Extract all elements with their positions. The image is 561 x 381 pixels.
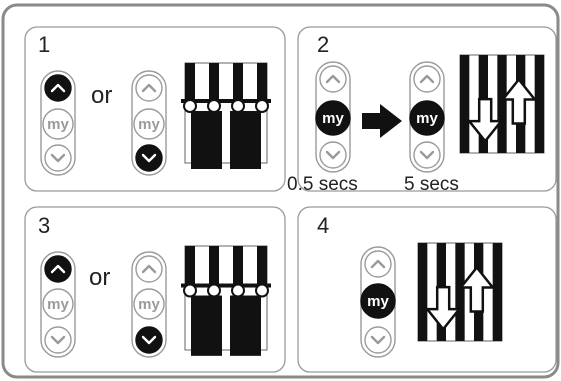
remote-my-short: my <box>315 61 351 173</box>
my-label: my <box>138 296 160 313</box>
my-label: my <box>47 296 69 313</box>
my-button[interactable]: my <box>133 108 165 140</box>
remote-up-active: my <box>40 70 76 176</box>
arrow-right-icon <box>362 104 402 138</box>
up-button[interactable] <box>413 65 441 93</box>
shade-move-icon <box>459 54 545 154</box>
down-button[interactable] <box>135 326 163 354</box>
time-label-short: 0.5 secs <box>287 174 358 195</box>
my-button[interactable]: my <box>42 288 74 320</box>
arrow-down-icon <box>466 97 504 144</box>
remote-down-active: my <box>131 70 167 176</box>
up-button[interactable] <box>319 65 347 93</box>
my-button[interactable]: my <box>360 283 396 319</box>
panel-1-or-label: or <box>91 82 112 109</box>
my-button[interactable]: my <box>409 100 445 136</box>
up-button[interactable] <box>44 255 72 283</box>
panel-3-or-label: or <box>89 264 110 291</box>
my-button[interactable]: my <box>42 108 74 140</box>
my-button[interactable]: my <box>315 100 351 136</box>
my-label: my <box>47 116 69 133</box>
arrow-up-icon <box>500 77 538 125</box>
panel-4-number: 4 <box>317 213 329 238</box>
shade-tilt-icon <box>181 62 271 169</box>
up-button[interactable] <box>44 74 72 102</box>
remote-up-active: my <box>40 251 76 358</box>
my-button[interactable]: my <box>133 288 165 320</box>
time-label-long: 5 secs <box>404 174 459 195</box>
down-button[interactable] <box>319 141 347 169</box>
panel-1-number: 1 <box>38 32 50 57</box>
down-button[interactable] <box>364 326 392 354</box>
up-button[interactable] <box>135 255 163 283</box>
my-label: my <box>367 293 389 310</box>
arrow-down-icon <box>424 285 462 332</box>
my-label: my <box>416 110 438 127</box>
up-button[interactable] <box>135 74 163 102</box>
panel-2-number: 2 <box>317 32 329 57</box>
arrow-up-icon <box>458 265 496 313</box>
my-label: my <box>138 116 160 133</box>
my-label: my <box>322 110 344 127</box>
down-button[interactable] <box>44 144 72 172</box>
up-button[interactable] <box>364 250 392 278</box>
down-button[interactable] <box>44 326 72 354</box>
remote-my: my <box>360 246 396 358</box>
remote-my-long: my <box>409 61 445 173</box>
down-button[interactable] <box>135 144 163 172</box>
shade-tilt-icon <box>181 245 271 356</box>
down-button[interactable] <box>413 141 441 169</box>
remote-down-active: my <box>131 251 167 358</box>
panel-3-number: 3 <box>38 213 50 238</box>
shade-move-icon <box>417 242 503 342</box>
